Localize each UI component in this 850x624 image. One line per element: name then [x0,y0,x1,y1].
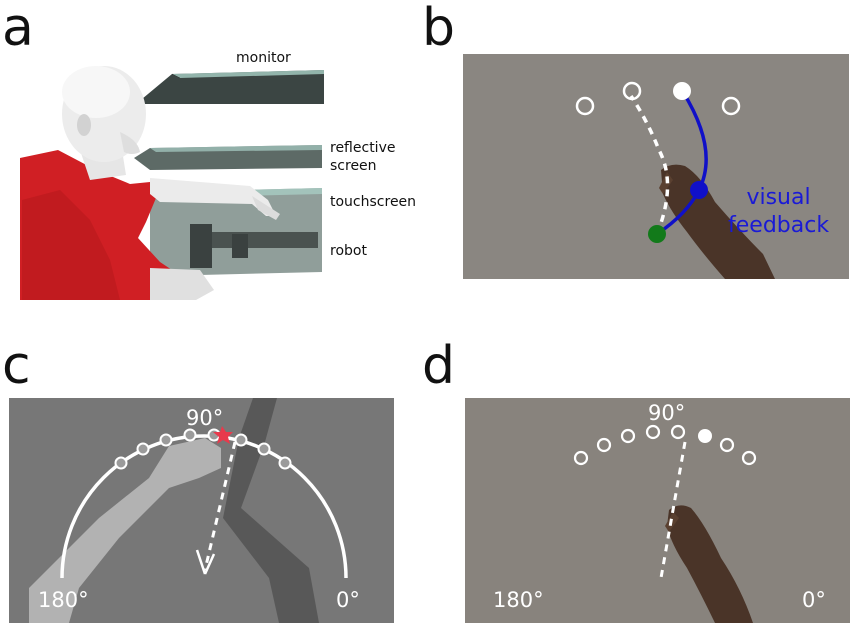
arc-marker [183,428,197,442]
panel-label-c: c [2,336,31,396]
target-ring [620,428,636,444]
angle-label-0: 0° [802,588,826,612]
target-filled [698,429,712,443]
panel-label-b: b [422,0,456,58]
ear [77,114,91,136]
panel-b-scene [463,54,849,279]
target-ring [741,450,757,466]
panel-b-background [463,54,849,279]
panel-d-scene [465,398,850,623]
arc-marker [136,442,150,456]
target-star [213,426,233,444]
hand [661,164,775,279]
angle-label-0: 0° [336,588,360,612]
label-reflective-screen: reflective screen [330,140,396,174]
monitor-plate [136,70,324,104]
dashed-hand-line [659,441,687,579]
target-ring [721,96,741,116]
target-ring [670,424,686,440]
panel-label-d: d [422,336,456,396]
visual-feedback-label: visual feedback [728,185,830,238]
label-monitor: monitor [236,50,291,66]
visible-arm [29,438,221,623]
panel-label-a: a [2,0,34,58]
forearm [150,178,276,216]
dashed-hand-path [629,95,670,235]
start-position [648,225,666,243]
label-touchscreen: touchscreen [330,194,417,210]
arc-marker [159,433,173,447]
dashed-arrow-shaft [203,441,237,571]
arc-marker [234,433,248,447]
target-ring [596,437,612,453]
judgment-arc [60,434,348,579]
shadow-arm [223,398,319,623]
angle-label-180: 180° [38,588,89,612]
label-robot: robot [330,243,367,259]
target-ring [573,450,589,466]
arc-marker [114,456,128,470]
target-ring [645,424,661,440]
angle-label-90: 90° [648,401,686,425]
feedback-cursor [690,181,708,199]
target-filled [673,82,691,100]
target-ring [575,96,595,116]
apparatus-illustration [20,66,324,300]
hand [667,505,753,623]
panel-c-scene [9,398,394,623]
angle-label-180: 180° [493,588,544,612]
target-ring [622,81,642,101]
robot-arm [194,232,318,248]
target-ring [719,437,735,453]
arc-marker [278,456,292,470]
arc-marker [257,442,271,456]
angle-label-90: 90° [186,406,224,430]
arrow-head [195,549,216,575]
